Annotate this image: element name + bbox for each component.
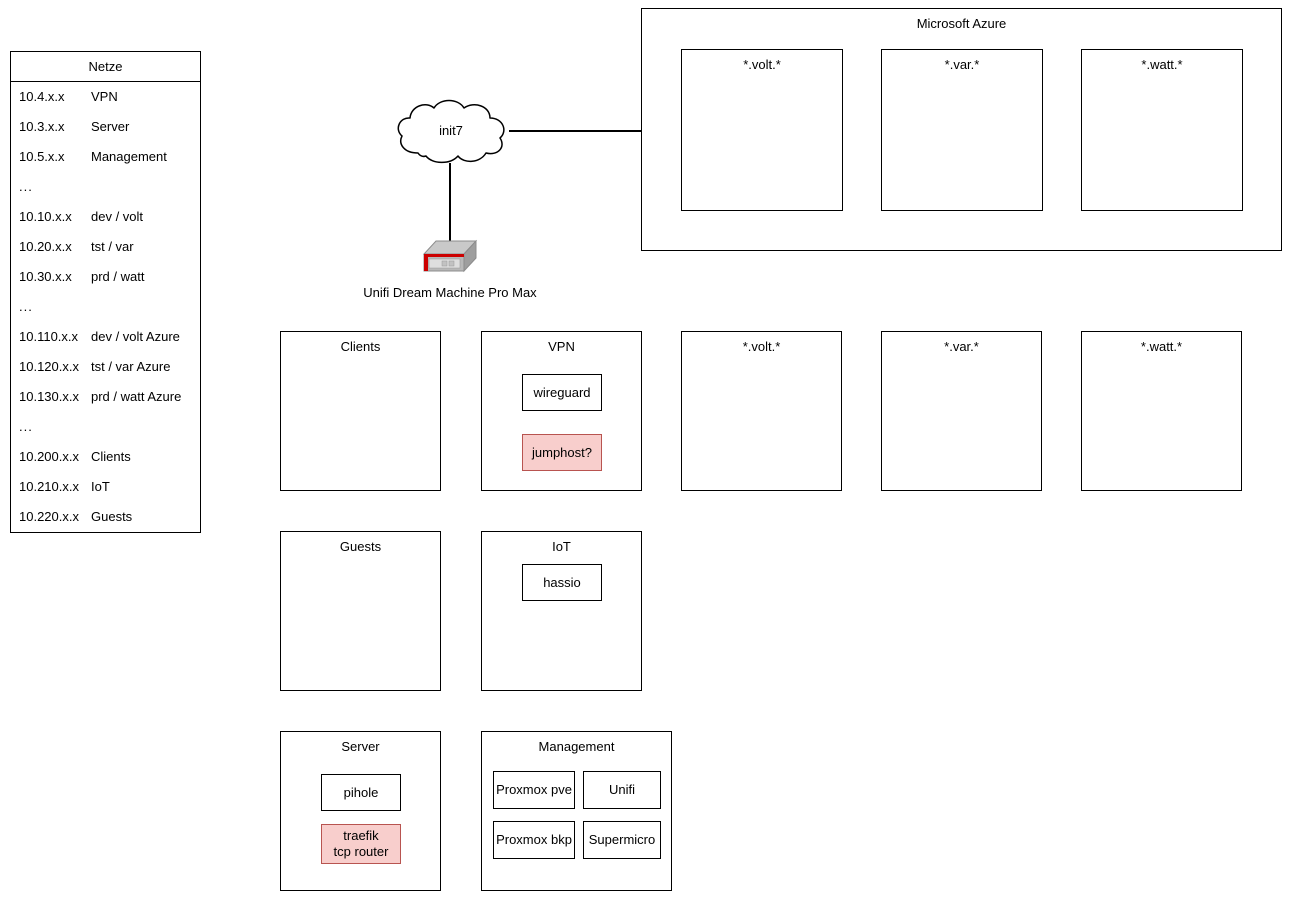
router-device <box>420 239 480 281</box>
table-row: 10.200.x.x Clients <box>11 442 200 472</box>
node-label: Unifi <box>608 782 635 797</box>
netze-label: IoT <box>91 479 110 494</box>
vlan-var: *.var.* <box>881 331 1042 491</box>
netze-cidr: 10.30.x.x <box>19 269 72 284</box>
node-wireguard[interactable]: wireguard <box>522 374 602 411</box>
azure-zone-title: *.watt.* <box>1141 57 1183 72</box>
netze-label <box>91 412 200 442</box>
netze-cidr: ... <box>19 179 33 194</box>
netze-label: prd / watt <box>91 269 145 284</box>
vlan-title: *.volt.* <box>742 339 781 354</box>
netze-legend-table: Netze 10.4.x.x VPN 10.3.x.x Server 10.5.… <box>10 51 201 533</box>
netze-cidr: 10.120.x.x <box>19 359 79 374</box>
vlan-title: Management <box>538 739 615 754</box>
table-row: 10.120.x.x tst / var Azure <box>11 352 200 382</box>
connector-cloud-to-router <box>449 163 451 241</box>
vlan-guests: Guests <box>280 531 441 691</box>
node-label: hassio <box>543 574 581 590</box>
node-proxmox-pve[interactable]: Proxmox pve <box>493 771 575 809</box>
vlan-watt: *.watt.* <box>1081 331 1242 491</box>
cloud-label: init7 <box>439 123 463 138</box>
node-label: wireguard <box>533 384 591 400</box>
node-label: Proxmox pve <box>496 782 572 797</box>
netze-label: dev / volt <box>91 209 144 224</box>
netze-label: dev / volt Azure <box>91 329 180 344</box>
node-unifi[interactable]: Unifi <box>583 771 661 809</box>
vlan-management: Management Proxmox pve Unifi Proxmox bkp… <box>481 731 672 891</box>
azure-zone-volt: *.volt.* <box>681 49 843 211</box>
netze-label <box>91 292 200 322</box>
vlan-vpn: VPN wireguard jumphost? <box>481 331 642 491</box>
table-row: 10.30.x.x prd / watt <box>11 262 200 292</box>
netze-cidr: 10.220.x.x <box>19 509 79 524</box>
table-row: 10.210.x.x IoT <box>11 472 200 502</box>
table-row-separator: ... <box>11 172 200 202</box>
table-row: 10.220.x.x Guests <box>11 502 200 532</box>
vlan-title: Server <box>341 739 380 754</box>
connector-cloud-to-azure <box>509 130 642 132</box>
netze-cidr: 10.200.x.x <box>19 449 79 464</box>
netze-label: tst / var Azure <box>91 359 171 374</box>
azure-zone-title: *.volt.* <box>743 57 781 72</box>
table-row: 10.10.x.x dev / volt <box>11 202 200 232</box>
netze-cidr: 10.3.x.x <box>19 119 65 134</box>
netze-label: VPN <box>91 89 118 104</box>
azure-zone-title: *.var.* <box>944 57 980 72</box>
router-icon <box>422 239 478 273</box>
netze-cidr: 10.110.x.x <box>19 329 79 344</box>
router-label: Unifi Dream Machine Pro Max <box>363 285 537 300</box>
netze-cidr: 10.210.x.x <box>19 479 79 494</box>
netze-label: prd / watt Azure <box>91 389 182 404</box>
vlan-title: *.watt.* <box>1140 339 1183 354</box>
node-supermicro[interactable]: Supermicro <box>583 821 661 859</box>
azure-zone-var: *.var.* <box>881 49 1043 211</box>
table-row: 10.110.x.x dev / volt Azure <box>11 322 200 352</box>
netze-cidr: 10.10.x.x <box>19 209 72 224</box>
vlan-iot: IoT hassio <box>481 531 642 691</box>
vlan-title: Clients <box>340 339 381 354</box>
cloud-icon <box>397 99 505 164</box>
vlan-volt: *.volt.* <box>681 331 842 491</box>
netze-label: Server <box>91 119 130 134</box>
netze-table-body: 10.4.x.x VPN 10.3.x.x Server 10.5.x.x Ma… <box>11 82 200 532</box>
node-label: pihole <box>343 784 379 800</box>
table-row-separator: ... <box>11 412 200 442</box>
azure-zone-watt: *.watt.* <box>1081 49 1243 211</box>
netze-cidr: 10.4.x.x <box>19 89 65 104</box>
netze-label: Management <box>91 149 167 164</box>
netze-cidr: ... <box>19 299 33 314</box>
table-row: 10.20.x.x tst / var <box>11 232 200 262</box>
vlan-title: IoT <box>552 539 571 554</box>
table-row: 10.3.x.x Server <box>11 112 200 142</box>
netze-label: Clients <box>91 449 131 464</box>
node-label: Supermicro <box>588 832 656 847</box>
netze-cidr: 10.130.x.x <box>19 389 79 404</box>
node-pihole[interactable]: pihole <box>321 774 401 811</box>
node-jumphost[interactable]: jumphost? <box>522 434 602 471</box>
vlan-clients: Clients <box>280 331 441 491</box>
vlan-title: VPN <box>548 339 575 354</box>
table-row-separator: ... <box>11 292 200 322</box>
netze-label: Guests <box>91 509 133 524</box>
table-row: 10.130.x.x prd / watt Azure <box>11 382 200 412</box>
node-proxmox-bkp[interactable]: Proxmox bkp <box>493 821 575 859</box>
netze-table-header: Netze <box>11 52 200 82</box>
table-row: 10.4.x.x VPN <box>11 82 200 112</box>
netze-label <box>91 172 200 202</box>
vlan-title: *.var.* <box>944 339 979 354</box>
vlan-title: Guests <box>339 539 382 554</box>
netze-label: tst / var <box>91 239 134 254</box>
node-label: Proxmox bkp <box>496 832 572 847</box>
isp-cloud: init7 <box>390 97 512 167</box>
netze-cidr: 10.20.x.x <box>19 239 72 254</box>
node-hassio[interactable]: hassio <box>522 564 602 601</box>
table-row: 10.5.x.x Management <box>11 142 200 172</box>
netze-cidr: 10.5.x.x <box>19 149 65 164</box>
netze-cidr: ... <box>19 419 33 434</box>
azure-title: Microsoft Azure <box>916 16 1007 31</box>
node-label: jumphost? <box>532 444 592 460</box>
